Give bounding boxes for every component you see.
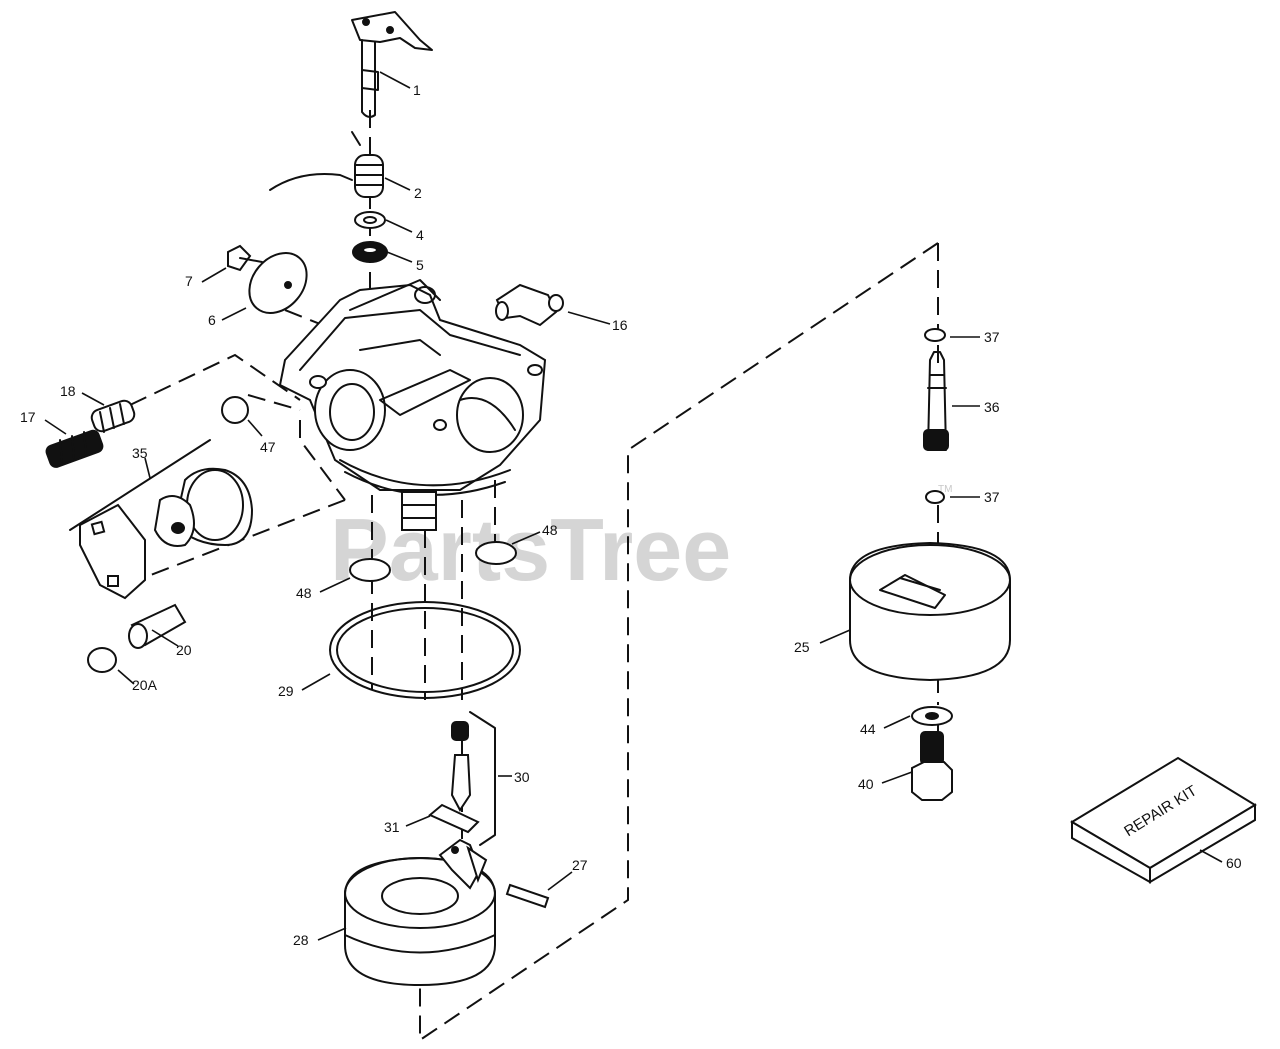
callout-27: 27 — [572, 857, 588, 873]
watermark-trademark: TM — [938, 484, 952, 495]
part-37-o-ring-bottom — [925, 490, 945, 504]
callout-29: 29 — [278, 683, 294, 699]
part-60-repair-kit: REPAIR KIT — [1070, 756, 1257, 884]
carburetor-body — [278, 279, 547, 531]
part-44-washer — [911, 706, 953, 726]
callout-20: 20 — [176, 642, 192, 658]
callout-17: 17 — [20, 409, 36, 425]
part-27-hinge-pin — [505, 883, 550, 909]
part-6-throttle-plate — [248, 252, 308, 314]
callout-44: 44 — [860, 721, 876, 737]
leader-lines — [44, 71, 1223, 941]
callout-47: 47 — [260, 439, 276, 455]
callout-5: 5 — [416, 257, 424, 273]
part-5-washer — [352, 241, 388, 263]
part-31-clip — [428, 803, 480, 834]
part-48-plug-left — [349, 558, 391, 582]
callout-6: 6 — [208, 312, 216, 328]
callout-1: 1 — [413, 82, 421, 98]
callout-25: 25 — [794, 639, 810, 655]
callout-18: 18 — [60, 383, 76, 399]
callout-28: 28 — [293, 932, 309, 948]
part-17-idle-screw — [45, 429, 104, 468]
callout-16: 16 — [612, 317, 628, 333]
part-25-float-bowl — [849, 541, 1011, 682]
part-37-o-ring-top — [924, 328, 946, 342]
part-47-plug — [221, 396, 249, 424]
callout-37-top: 37 — [984, 329, 1000, 345]
part-35-primer — [69, 439, 254, 600]
callout-37-bottom: 37 — [984, 489, 1000, 505]
callout-2: 2 — [414, 185, 422, 201]
part-29-gasket — [329, 601, 521, 699]
part-28-float — [344, 838, 496, 987]
part-7-screw — [227, 244, 263, 272]
callout-35: 35 — [132, 445, 148, 461]
callout-48-left: 48 — [296, 585, 312, 601]
watermark: PartsTree — [330, 500, 731, 599]
part-40-bowl-nut — [911, 731, 953, 801]
part-36-main-nozzle — [923, 351, 949, 451]
part-20-pin — [128, 603, 187, 649]
callout-30: 30 — [514, 769, 530, 785]
callout-20a: 20A — [132, 677, 158, 693]
part-1-throttle-shaft — [351, 11, 433, 118]
part-2-throttle-spring — [269, 131, 384, 198]
part-4-seal — [354, 211, 386, 229]
callout-31: 31 — [384, 819, 400, 835]
callout-7: 7 — [185, 273, 193, 289]
callout-labels: 1 2 4 5 7 6 16 18 17 47 35 48 48 20 20A … — [20, 82, 1242, 948]
callout-40: 40 — [858, 776, 874, 792]
part-18-spring — [90, 399, 136, 433]
callout-60: 60 — [1226, 855, 1242, 871]
callout-36: 36 — [984, 399, 1000, 415]
part-16-fuel-inlet — [495, 283, 564, 327]
callout-4: 4 — [416, 227, 424, 243]
callout-48-right: 48 — [542, 522, 558, 538]
part-48-plug-right — [475, 541, 517, 565]
part-30-needle-seat — [450, 711, 496, 846]
part-20a-cap — [87, 647, 117, 673]
